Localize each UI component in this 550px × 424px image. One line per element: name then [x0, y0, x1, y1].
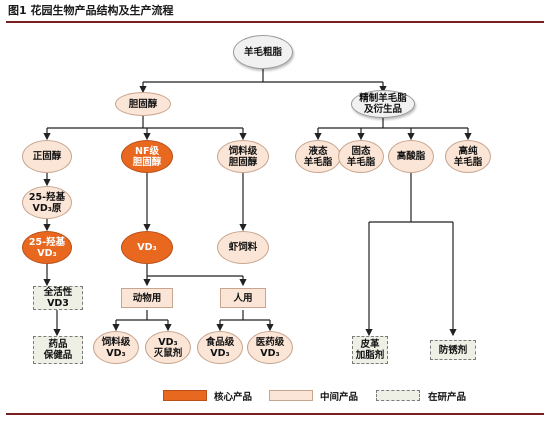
feed-cholesterol-node: 饲料级 胆固醇: [217, 140, 269, 173]
ortho-cholesterol-node: 正固醇: [22, 140, 72, 173]
nf-cholesterol-node: NF级 胆固醇: [121, 140, 173, 173]
human-use-node: 人用: [220, 288, 266, 308]
active-vd3-node: 全活性 VD3: [33, 286, 83, 310]
high-purity-lanolin-node: 高纯 羊毛脂: [445, 140, 491, 173]
anti-rust-agent-node: 防锈剂: [430, 340, 476, 360]
legend-core-label: 核心产品: [214, 392, 253, 403]
animal-use-node: 动物用: [121, 288, 173, 308]
feed-grade-vd3-node: 饲料级 VD₃: [93, 331, 139, 364]
legend-core-swatch: [163, 390, 207, 401]
legend-intermediate-swatch: [269, 390, 313, 401]
figure-title: 图1 花园生物产品结构及生产流程: [8, 4, 174, 17]
leather-fatliquor-node: 皮革 加脂剂: [352, 336, 388, 364]
refined-lanolin-node: 精制羊毛脂 及衍生品: [351, 90, 415, 118]
hydroxy-vd3-precursor-node: 25-羟基 VD₃原: [22, 186, 72, 219]
legend-intermediate-label: 中间产品: [320, 392, 359, 403]
cholesterol-node: 胆固醇: [115, 92, 171, 116]
raw-lanolin-node: 羊毛粗脂: [233, 35, 293, 69]
vd3-rodenticide-node: VD₃ 灭鼠剂: [145, 331, 191, 364]
bottom-rule: [6, 413, 544, 415]
vd3-node: VD₃: [121, 231, 173, 264]
top-rule: [6, 21, 544, 23]
high-acid-lanolin-node: 高酸脂: [388, 140, 434, 173]
legend-research-swatch: [376, 390, 420, 401]
food-grade-vd3-node: 食品级 VD₃: [197, 331, 243, 364]
liquid-lanolin-node: 液态 羊毛脂: [295, 140, 341, 173]
drug-supplement-node: 药品 保健品: [33, 336, 83, 364]
shrimp-feed-node: 虾饲料: [217, 231, 269, 264]
legend-research-label: 在研产品: [428, 392, 467, 403]
hydroxy-vd3-node: 25-羟基 VD₃: [22, 231, 72, 264]
solid-lanolin-node: 固态 羊毛脂: [338, 140, 384, 173]
pharma-grade-vd3-node: 医药级 VD₃: [247, 331, 293, 364]
